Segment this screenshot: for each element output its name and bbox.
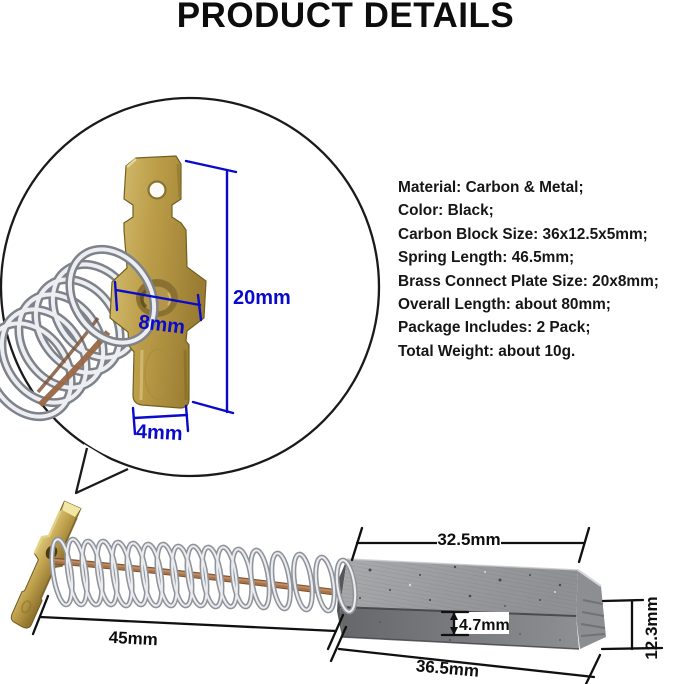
carbon-block: [337, 558, 606, 650]
spec-line-material: Material: Carbon & Metal;: [398, 179, 584, 196]
plate-small-hole: [147, 180, 167, 200]
spec-line-weight: Total Weight: about 10g.: [398, 342, 576, 360]
photo-spring: [49, 536, 358, 615]
carbon-speckles: [359, 565, 562, 642]
spec-line-spring-length: Spring Length: 46.5mm;: [398, 249, 575, 267]
magnifier-inset: 20mm 8mm 4mm: [0, 96, 381, 497]
page-title: PRODUCT DETAILS: [176, 0, 515, 35]
carbon-speckles-light: [408, 571, 556, 593]
specs-list: Material: Carbon & Metal; Color: Black; …: [398, 176, 659, 363]
inset-spring-front: [65, 244, 159, 348]
product-photo: 32.5mm 45mm 4.7mm 36.5mm: [10, 500, 664, 684]
spec-line-carbon-block-size: Carbon Block Size: 36x12.5x5mm;: [398, 225, 648, 243]
dim-block-top-length: 32.5mm: [350, 526, 591, 564]
dim-tab-width-label: 4mm: [135, 421, 183, 445]
dim-tab-width: 4mm: [131, 404, 190, 445]
dim-block-height-label: 12.3mm: [642, 596, 661, 659]
spec-line-package: Package Includes: 2 Pack;: [398, 319, 591, 337]
dim-block-top-length-label: 32.5mm: [437, 530, 500, 549]
carbon-block-end-face: [576, 570, 606, 649]
dim-block-step-label: 4.7mm: [459, 617, 510, 634]
spec-line-overall-length: Overall Length: about 80mm;: [398, 296, 611, 314]
dim-block-bottom-length-label: 36.5mm: [415, 656, 480, 680]
spec-line-color: Color: Black;: [398, 202, 494, 220]
dim-block-step: 4.7mm: [440, 610, 510, 637]
dim-spring-section-label: 45mm: [108, 628, 158, 650]
magnifier-pointer: [74, 444, 132, 497]
spec-line-brass-plate-size: Brass Connect Plate Size: 20x8mm;: [398, 272, 659, 290]
dim-spring-section: 45mm: [31, 594, 345, 651]
dim-plate-height: 20mm: [184, 159, 291, 415]
dim-block-bottom-length: 36.5mm: [329, 625, 602, 684]
dim-block-height: 12.3mm: [600, 596, 664, 660]
dim-plate-height-label: 20mm: [233, 287, 291, 309]
